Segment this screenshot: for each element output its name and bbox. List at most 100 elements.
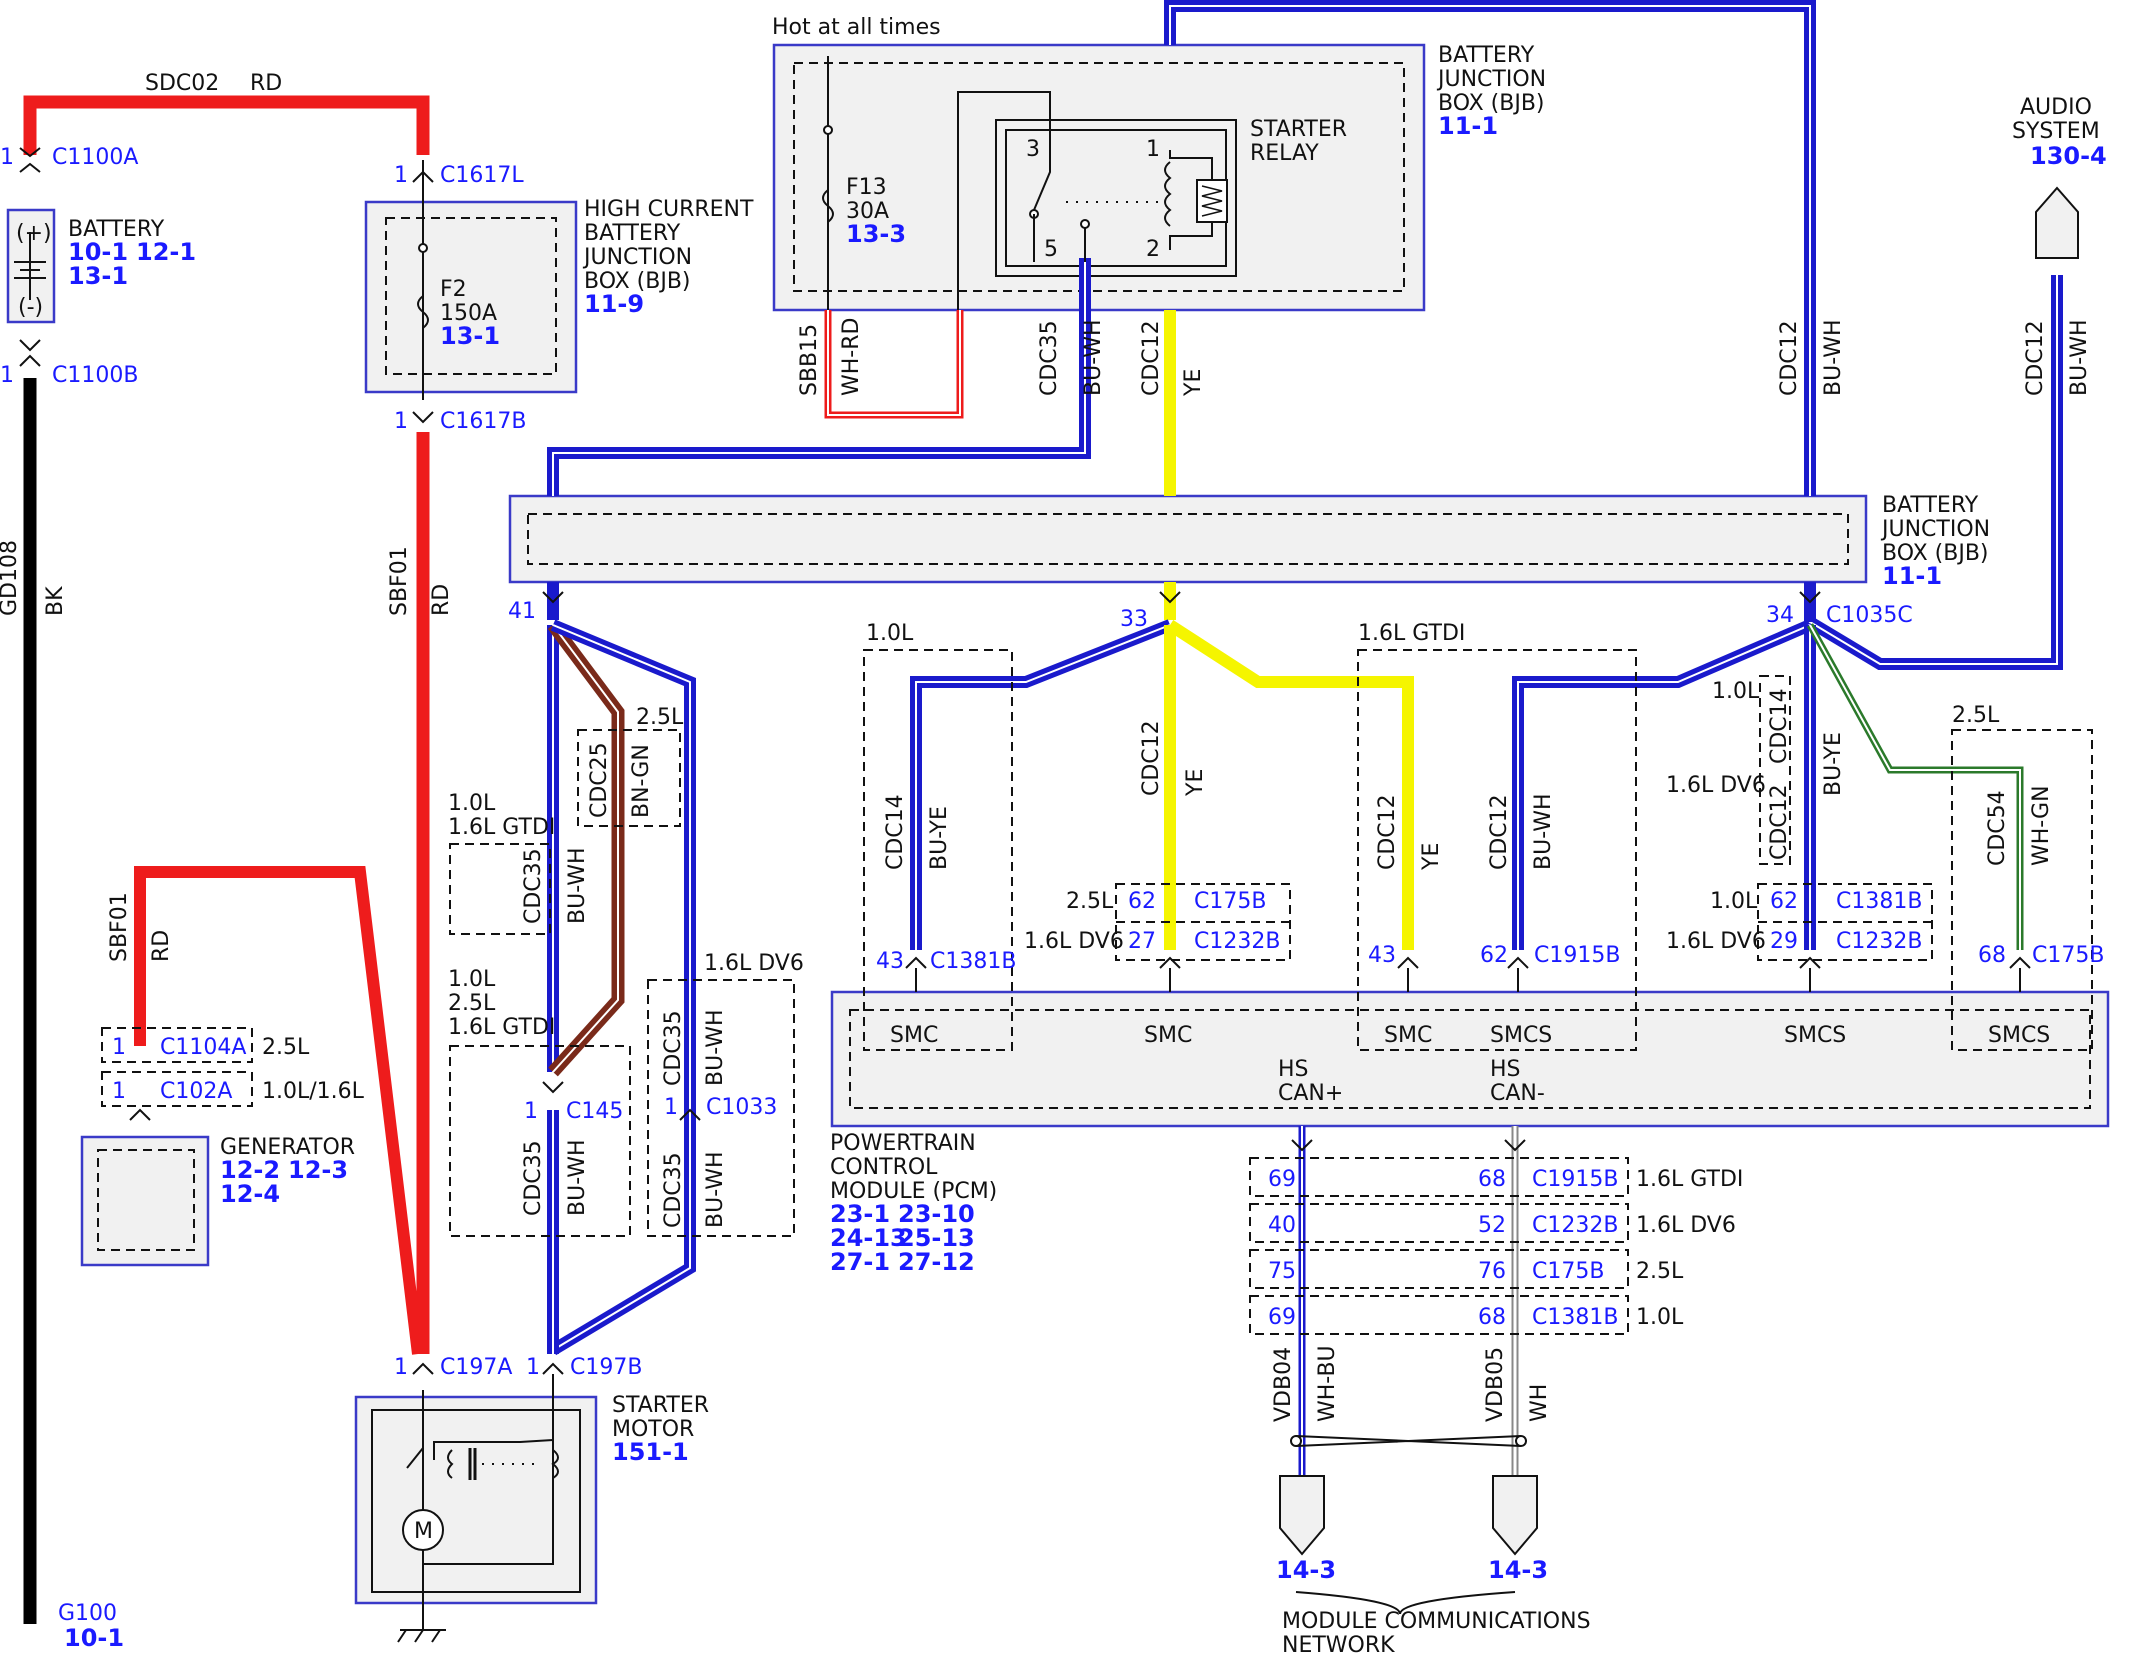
can-row1-pin-a: 69 — [1268, 1167, 1296, 1192]
pcm-smcs-c: SMCS — [1988, 1023, 2050, 1048]
battery-name: BATTERY — [68, 217, 165, 242]
pcm-hs-1: HS — [1278, 1057, 1309, 1082]
pin-62-c: 62 — [1770, 889, 1798, 914]
color-bu-ye: BU-YE — [927, 806, 952, 870]
gen-ref-2: 12-3 — [288, 1156, 348, 1184]
variant-1-6l-dv6-b: 1.6L DV6 — [1024, 929, 1124, 954]
motor-symbol — [402, 1509, 444, 1551]
can-row2-connector: C1232B — [1532, 1213, 1618, 1238]
circuit-cdc12-h: CDC12 — [1487, 794, 1512, 870]
battery-plus: (+) — [16, 221, 52, 246]
pcm-can-plus: CAN+ — [1278, 1081, 1343, 1106]
audio-title-2: SYSTEM — [2012, 119, 2100, 144]
relay-title-1: STARTER — [1250, 117, 1347, 142]
symbols — [14, 56, 2093, 1643]
battery-connector-a: C1100A — [52, 145, 138, 170]
can-row2-pin-a: 40 — [1268, 1213, 1296, 1238]
battery-minus: (-) — [18, 295, 43, 320]
generator-box — [80, 1135, 210, 1267]
node-41: 41 — [508, 599, 536, 624]
color-bu-wh-b: BU-WH — [703, 1009, 728, 1086]
variant-2-5l-d: 2.5L — [1952, 703, 2000, 728]
connector-c145: C145 — [566, 1099, 623, 1124]
component-boxes — [6, 43, 2110, 1605]
high-current-bjb-box — [364, 200, 578, 394]
can-row1-variant: 1.6L GTDI — [1636, 1167, 1743, 1192]
variant-1-6l-dv6-c: 1.6L DV6 — [1666, 773, 1766, 798]
pin-29: 29 — [1770, 929, 1798, 954]
color-rd-gen: RD — [149, 930, 174, 962]
variant-2-5l-a: 2.5L — [636, 705, 684, 730]
variant-1-0l-c: 1.0L — [866, 621, 914, 646]
battery-ref-1: 10-1 — [68, 238, 128, 266]
hcbjb-title-3: JUNCTION — [582, 245, 692, 270]
bjb-mid-ref: 11-1 — [1882, 562, 1942, 590]
circuit-cdc35-b: CDC35 — [661, 1010, 686, 1086]
pin-c197a: 1 — [394, 1355, 408, 1380]
hcbjb-ref: 11-9 — [584, 290, 644, 318]
ground-ref: 10-1 — [64, 1624, 124, 1652]
color-bu-wh-d: BU-WH — [703, 1151, 728, 1228]
pin-43-a: 43 — [876, 949, 904, 974]
pcm-ref-3: 24-13 — [830, 1224, 907, 1252]
pcm-title-2: CONTROL — [830, 1155, 938, 1180]
bjb-top-title-1: BATTERY — [1438, 43, 1535, 68]
variant-1-6l-dv6-a: 1.6L DV6 — [704, 951, 804, 976]
hcbjb-pin-top: 1 — [394, 163, 408, 188]
connector-c197a: C197A — [440, 1355, 512, 1380]
network-connector-icon-right — [1492, 1475, 1538, 1556]
can-row2-variant: 1.6L DV6 — [1636, 1213, 1736, 1238]
color-rd-top: RD — [250, 71, 282, 96]
pin-68: 68 — [1978, 943, 2006, 968]
bjb-mid-title-1: BATTERY — [1882, 493, 1979, 518]
color-bu-wh-top: BU-WH — [1081, 319, 1106, 396]
circuit-sbb15: SBB15 — [797, 324, 822, 396]
circuit-cdc54: CDC54 — [1985, 790, 2010, 866]
connector-c1381b-b: C1381B — [1836, 889, 1922, 914]
can-row1-pin-b: 68 — [1478, 1167, 1506, 1192]
gen-connector-2: C102A — [160, 1079, 232, 1104]
color-wh-rd: WH-RD — [839, 318, 864, 396]
network-title-1: MODULE COMMUNICATIONS — [1282, 1609, 1591, 1634]
circuit-cdc14: CDC14 — [883, 794, 908, 870]
color-bu-wh-audio: BU-WH — [2067, 319, 2092, 396]
battery-ref-3: 13-1 — [68, 262, 128, 290]
color-bu-wh-h: BU-WH — [1531, 793, 1556, 870]
variant-1-0l-a: 1.0L — [448, 791, 496, 816]
variant-1-6l-gtdi-c: 1.6L GTDI — [1358, 621, 1465, 646]
circuit-cdc35-top: CDC35 — [1037, 320, 1062, 396]
network-ref-1: 14-3 — [1276, 1556, 1336, 1584]
hcbjb-title-4: BOX (BJB) — [584, 269, 691, 294]
circuit-vdb04: VDB04 — [1271, 1347, 1296, 1422]
variant-1-6l-dv6-d: 1.6L DV6 — [1666, 929, 1766, 954]
color-ye-mid: YE — [1183, 769, 1208, 797]
circuit-sdc02: SDC02 — [145, 71, 219, 96]
pcm-smcs-a: SMCS — [1490, 1023, 1552, 1048]
network-title-2: NETWORK — [1282, 1633, 1395, 1654]
pin-43-b: 43 — [1368, 943, 1396, 968]
wires — [23, 0, 2063, 1624]
pcm-title-3: MODULE (PCM) — [830, 1179, 997, 1204]
connector-c1381b-a: C1381B — [930, 949, 1016, 974]
connector-c1033: C1033 — [706, 1095, 777, 1120]
pcm-ref-6: 27-12 — [898, 1248, 975, 1276]
variant-1-0l-b: 1.0L — [448, 967, 496, 992]
fuse-f2: F2 — [440, 277, 467, 302]
circuit-cdc35-c: CDC35 — [521, 1140, 546, 1216]
circuit-cdc14-b: CDC14 — [1767, 688, 1792, 764]
color-ye-g: YE — [1419, 843, 1444, 871]
hcbjb-title-2: BATTERY — [584, 221, 681, 246]
circuit-cdc12-top: CDC12 — [1139, 320, 1164, 396]
color-ye-top: YE — [1181, 369, 1206, 397]
hcbjb-title-1: HIGH CURRENT — [584, 197, 754, 222]
circuit-vdb05: VDB05 — [1483, 1347, 1508, 1422]
connector-c175b-b: C175B — [2032, 943, 2104, 968]
relay-pin-3: 3 — [1026, 137, 1040, 162]
battery-connector-b: C1100B — [52, 363, 138, 388]
connector-c197b: C197B — [570, 1355, 642, 1380]
can-row4-pin-a: 69 — [1268, 1305, 1296, 1330]
hot-at-all-times: Hot at all times — [772, 15, 941, 40]
can-row3-connector: C175B — [1532, 1259, 1604, 1284]
battery-pin2: 1 — [0, 363, 14, 388]
